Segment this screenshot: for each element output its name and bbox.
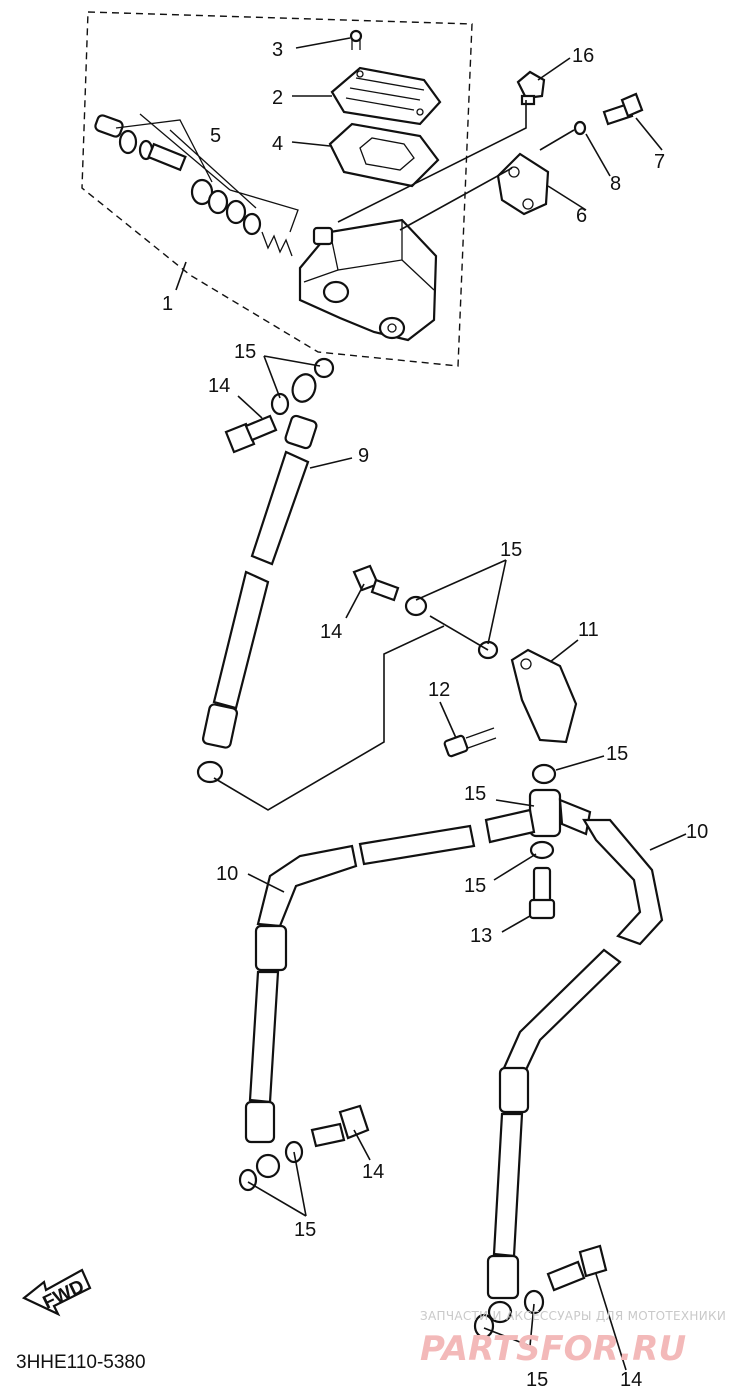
assembly-boundary [81,11,473,367]
callout-3: 3 [272,39,283,61]
drawing-code: 3HHE110-5380 [16,1352,146,1373]
hose-joint [510,648,578,744]
left-lower-brake-hose [244,824,476,1179]
callout-15-right-lower: 15 [526,1369,548,1391]
holder-clamp [496,152,550,216]
upper-washer-2 [270,392,290,416]
right-lower-washer [473,1313,495,1339]
callout-1: 1 [162,293,173,315]
callout-7: 7 [654,151,665,173]
callout-2: 2 [272,87,283,109]
middle-union-bolt [352,564,400,602]
callout-10-right: 10 [686,821,708,843]
callout-15-joint-right: 15 [606,743,628,765]
right-lower-washer-2 [523,1289,545,1315]
reservoir-diaphragm [328,122,440,188]
callout-8: 8 [610,173,621,195]
three-way-washer-top [531,763,557,785]
left-lower-union-bolt [310,1104,370,1148]
callout-15-middle: 15 [500,539,522,561]
cap-screw [349,29,363,50]
callout-16: 16 [572,45,594,67]
middle-washer [404,595,428,617]
upper-union-bolt [224,414,278,454]
callout-13: 13 [470,925,492,947]
callout-14-left-lower: 14 [362,1161,384,1183]
three-way-union [484,788,592,844]
callout-4: 4 [272,133,283,155]
upper-washer [313,357,335,379]
three-way-washer-bottom [529,840,555,860]
callout-5: 5 [210,125,221,147]
piston-kit [94,113,299,257]
fwd-arrow-icon: FWD [21,1268,92,1317]
callout-11: 11 [578,619,599,641]
clamp-bolt [602,92,644,126]
clamp-washer [573,120,587,136]
callout-14-middle: 14 [320,621,342,643]
callout-15-upper: 15 [234,341,256,363]
joint-bolt [443,727,497,758]
watermark-brand: PARTSFOR.RU [420,1329,686,1369]
callout-9: 9 [358,445,369,467]
callout-14-right-lower: 14 [620,1369,642,1391]
upper-brake-hose [196,373,318,784]
callout-15-left-lower: 15 [294,1219,316,1241]
callout-10-left: 10 [216,863,238,885]
callout-12: 12 [428,679,450,701]
callout-15-joint-bottom: 15 [464,875,486,897]
right-lower-brake-hose [486,818,664,1324]
callout-6: 6 [576,205,587,227]
master-cylinder-body [298,218,438,342]
watermark-tagline: ЗАПЧАСТИ И АКСЕССУАРЫ ДЛЯ МОТОТЕХНИКИ [420,1309,726,1323]
bleed-screw-cap [516,70,546,106]
left-lower-washer [238,1168,258,1192]
callout-14-upper: 14 [208,375,230,397]
right-lower-union-bolt [546,1244,608,1292]
reservoir-cap [330,66,442,126]
callout-15-joint-left: 15 [464,783,486,805]
three-way-bolt [528,866,556,920]
